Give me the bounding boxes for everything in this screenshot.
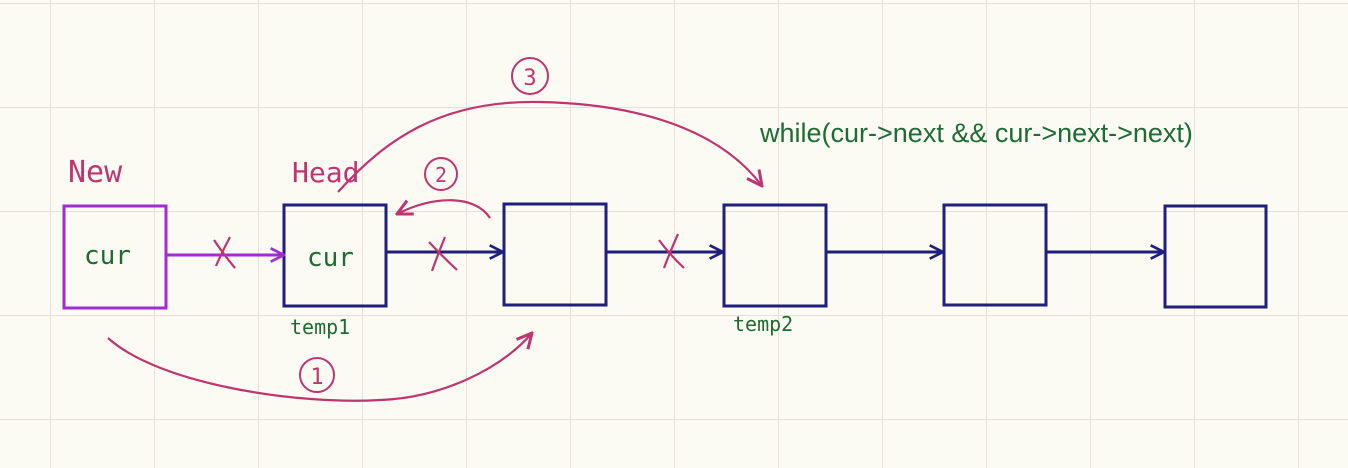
temp1-label: temp1	[290, 315, 350, 339]
step-3-circle	[511, 57, 549, 95]
step-3-number: 3	[523, 66, 536, 91]
step-1-number: 1	[310, 365, 323, 390]
step-2-circle	[424, 157, 458, 191]
loop-condition: while(cur->next && cur->next->next)	[759, 118, 1193, 148]
step-3-arrow	[337, 100, 762, 193]
cross-icon	[658, 233, 685, 269]
node-new	[62, 204, 168, 310]
cross-icon	[213, 236, 236, 269]
temp2-label: temp2	[733, 312, 793, 336]
step-2-number: 2	[435, 163, 447, 187]
new-label: New	[68, 155, 123, 190]
head-label: Head	[292, 156, 359, 189]
cross-icon	[428, 236, 458, 272]
cur-label-new: cur	[84, 241, 131, 271]
node-3	[722, 203, 828, 308]
node-4	[942, 203, 1048, 307]
node-5	[1163, 204, 1268, 309]
step-1-arrow	[107, 333, 532, 402]
step-2-arrow	[397, 199, 491, 219]
step-1-circle	[299, 357, 335, 393]
cur-label-head: cur	[307, 243, 354, 273]
node-2	[502, 202, 608, 307]
